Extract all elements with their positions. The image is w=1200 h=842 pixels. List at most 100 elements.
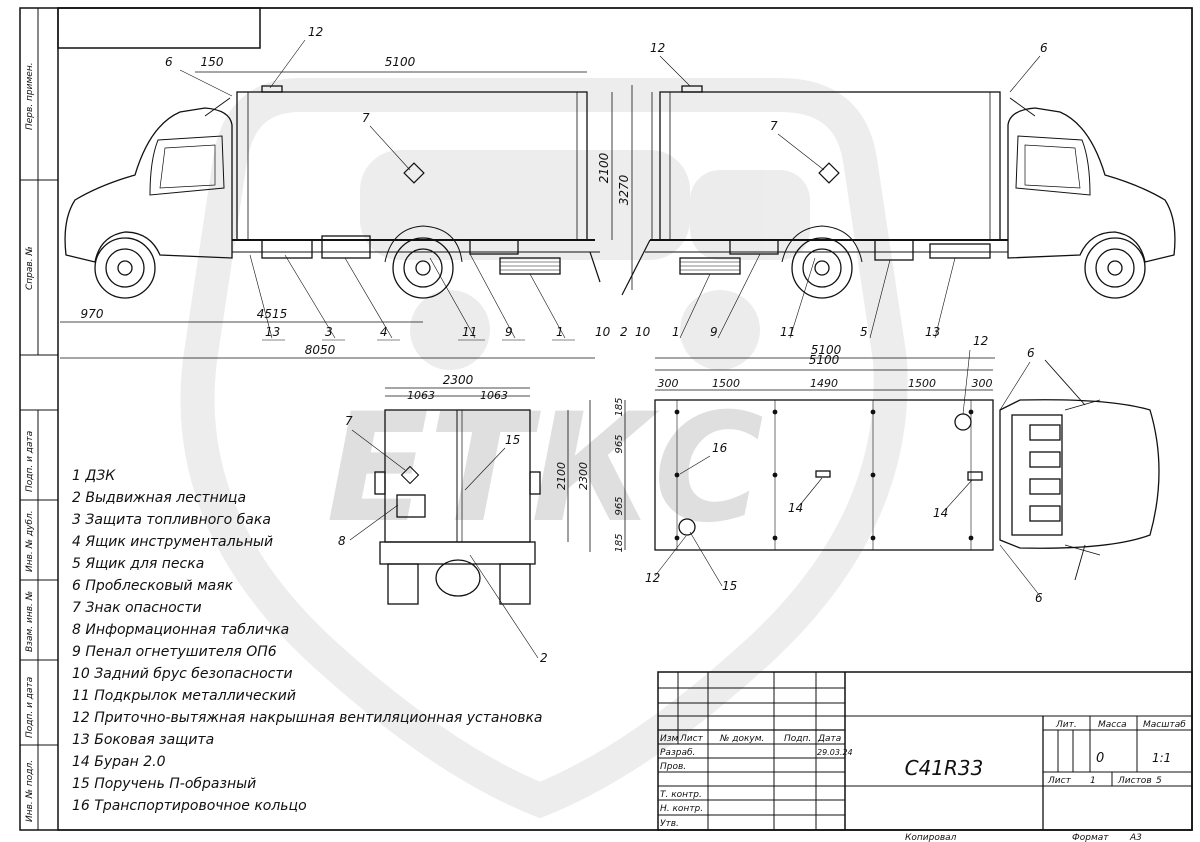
- title-block: [657, 671, 1193, 831]
- tb-role-developer: Разраб.: [660, 748, 695, 758]
- callout-7-right: 7: [770, 119, 778, 133]
- leader-lines-top: [654, 349, 1041, 597]
- footer-format-value: А3: [1129, 833, 1142, 842]
- callout-9-left: 9: [505, 325, 513, 339]
- callouts-right: 6 12 7 10 1 9 11 5 13: [635, 41, 1048, 339]
- callout-9-right: 9: [710, 325, 718, 339]
- tb-role-checker: Пров.: [660, 762, 686, 772]
- tb-col-date: Дата: [817, 734, 841, 744]
- watermark-text: ЕТКС: [326, 382, 763, 556]
- legend-item: 12 Приточно-вытяжная накрышная вентиляци…: [72, 710, 543, 726]
- legend-item: 13 Боковая защита: [72, 732, 214, 748]
- legend-item: 15 Поручень П-образный: [72, 776, 256, 792]
- dim-top-seg-4: 1500: [908, 377, 936, 390]
- watermark-truck: [360, 150, 810, 370]
- dim-total-height: 3270: [617, 174, 631, 205]
- callout-10-right: 10: [635, 325, 651, 339]
- tb-scale-value: 1:1: [1152, 751, 1171, 765]
- callout-12-top-b: 12: [645, 571, 660, 585]
- tb-col-list: Лист: [679, 734, 704, 744]
- legend-item: 1 ДЗК: [72, 468, 116, 484]
- tb-date-value: 29.03.24: [817, 748, 853, 757]
- callout-8: 8: [338, 534, 346, 548]
- tb-scale-label: Масштаб: [1143, 720, 1186, 730]
- dim-top-seg-3: 1490: [810, 377, 838, 390]
- inner-frame: [57, 7, 1193, 831]
- dim-rear-width: 2300: [443, 373, 474, 387]
- callout-15-top: 15: [722, 579, 737, 593]
- callout-16: 16: [712, 441, 728, 455]
- margin-label-sign-2: Подп. и дата: [25, 677, 35, 738]
- tb-col-docnum: № докум.: [719, 734, 764, 744]
- callout-12-right: 12: [650, 41, 665, 55]
- dim-body-height: 2100: [597, 152, 611, 183]
- callout-6-left: 6: [165, 55, 173, 69]
- legend-item: 6 Проблесковый маяк: [72, 578, 234, 594]
- callout-6-top-a: 6: [1027, 346, 1035, 360]
- legend: 1 ДЗК 2 Выдвижная лестница 3 Защита топл…: [72, 468, 543, 814]
- dim-body-length-right: 5100: [811, 343, 842, 357]
- leader-lines-left: [179, 39, 575, 341]
- callout-4-left: 4: [380, 325, 388, 339]
- margin-label-replace: Взам. инв. №: [25, 591, 35, 652]
- watermark-shield: [180, 78, 908, 819]
- callout-7-rear: 7: [345, 414, 353, 428]
- dim-top-seg-5: 300: [972, 377, 993, 390]
- dim-rear-height-outer: 2300: [577, 462, 590, 490]
- dim-wheelbase: 4515: [257, 307, 288, 321]
- callout-15-rear: 15: [505, 433, 520, 447]
- legend-item: 9 Пенал огнетушителя ОП6: [72, 644, 277, 660]
- danger-sign-right: [818, 162, 840, 184]
- legend-item: 2 Выдвижная лестница: [72, 490, 246, 506]
- dim-overhang-front: 970: [81, 307, 104, 321]
- dim-rear-door-right: 1063: [480, 389, 508, 402]
- legend-item: 8 Информационная табличка: [72, 622, 289, 638]
- tb-sheets-value: 5: [1156, 776, 1162, 786]
- danger-sign-left: [403, 162, 425, 184]
- legend-item: 10 Задний брус безопасности: [72, 666, 293, 682]
- drawing-designation: С41R33: [905, 756, 984, 780]
- dim-top-length: 5100: [809, 353, 840, 367]
- dim-top-seg-1: 300: [658, 377, 679, 390]
- top-view: [624, 359, 1160, 581]
- legend-item: 5 Ящик для песка: [72, 556, 204, 572]
- callout-3-left: 3: [325, 325, 333, 339]
- rear-view: [374, 387, 591, 605]
- legend-item: 7 Знак опасности: [72, 600, 202, 616]
- callout-12-top-a: 12: [973, 334, 988, 348]
- dim-side-seg-1: 185: [614, 397, 625, 416]
- callout-11-right: 11: [780, 325, 795, 339]
- legend-item: 16 Транспортировочное кольцо: [72, 798, 307, 814]
- callout-5: 5: [860, 325, 868, 339]
- side-view-right: [621, 85, 1176, 359]
- tb-role-norm-control: Н. контр.: [660, 804, 703, 814]
- legend-item: 4 Ящик инструментальный: [72, 534, 273, 550]
- margin-label-first-use: Перв. примен.: [25, 62, 35, 130]
- margin-label-ref: Справ. №: [25, 246, 35, 290]
- dim-side-seg-2: 965: [614, 434, 625, 453]
- footer-copied: Копировал: [905, 833, 957, 842]
- dim-side-seg-4: 185: [614, 533, 625, 552]
- leader-lines-rear: [349, 429, 539, 659]
- tb-role-approved: Утв.: [660, 819, 679, 829]
- tb-sheets-label: Листов: [1117, 776, 1152, 786]
- tb-sheet-value: 1: [1090, 776, 1096, 786]
- callout-14-a: 14: [788, 501, 803, 515]
- leader-lines-right: [659, 55, 1041, 339]
- dim-body-length-left: 5100: [385, 55, 416, 69]
- dim-total-length: 8050: [305, 343, 336, 357]
- title-block-text: Изм Лист № докум. Подп. Дата Разраб. 29.…: [660, 720, 1186, 829]
- legend-item: 11 Подкрылок металлический: [72, 688, 296, 704]
- callout-13-left: 13: [265, 325, 280, 339]
- corner-stamp: [57, 7, 261, 49]
- margin-label-orig: Инв. № подл.: [25, 760, 35, 822]
- callout-1-left: 1: [556, 325, 564, 339]
- callout-6-top-b: 6: [1035, 591, 1043, 605]
- callout-7-left: 7: [362, 111, 370, 125]
- tb-sheet-label: Лист: [1047, 776, 1072, 786]
- callout-6-right: 6: [1040, 41, 1048, 55]
- tb-lit-label: Лит.: [1055, 720, 1077, 730]
- dim-rear-height-inner: 2100: [555, 462, 568, 490]
- dim-rear-door-left: 1063: [407, 389, 435, 402]
